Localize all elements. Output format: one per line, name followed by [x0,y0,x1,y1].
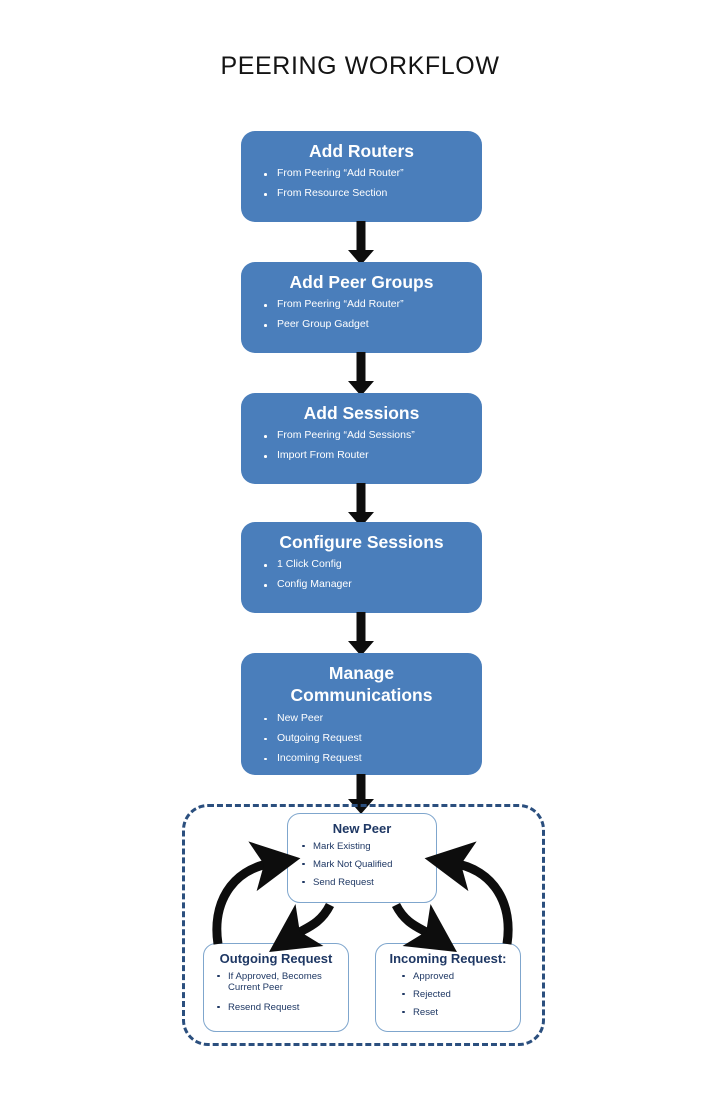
arrow-configure-to-manage [348,612,374,656]
subbox-bullet-list: Approved Rejected Reset [376,971,520,1018]
subbox-title: Outgoing Request [219,951,333,966]
list-item: Send Request [300,877,436,888]
list-item: Incoming Request [263,752,482,764]
arrow-routers-to-peergroups [348,221,374,265]
stage-add-sessions[interactable]: Add Sessions From Peering “Add Sessions”… [241,393,482,484]
list-item: Mark Existing [300,841,436,852]
subbox-bullet-list: If Approved, Becomes Current Peer Resend… [204,971,348,1013]
manage-communications-detail-group [182,804,545,1046]
subbox-title: Incoming Request: [389,951,507,966]
stage-title: Configure Sessions [279,532,444,552]
subbox-outgoing-request[interactable]: Outgoing Request If Approved, Becomes Cu… [203,943,349,1032]
page-title: PEERING WORKFLOW [220,52,500,80]
stage-title-line1: Manage [328,663,395,683]
arrow-sessions-to-configure [348,483,374,527]
list-item: Resend Request [215,1002,348,1013]
subbox-incoming-request[interactable]: Incoming Request: Approved Rejected Rese… [375,943,521,1032]
list-item: Outgoing Request [263,732,482,744]
list-item: Mark Not Qualified [300,859,436,870]
stage-title: Add Sessions [303,403,420,423]
list-item: From Resource Section [263,188,482,199]
stage-bullet-list: From Peering “Add Router” From Resource … [241,168,482,199]
list-item: Config Manager [263,579,482,590]
stage-title: Add Routers [309,141,414,161]
list-item: From Peering “Add Router” [263,168,482,179]
stage-add-peer-groups[interactable]: Add Peer Groups From Peering “Add Router… [241,262,482,353]
subbox-new-peer[interactable]: New Peer Mark Existing Mark Not Qualifie… [287,813,437,903]
stage-configure-sessions[interactable]: Configure Sessions 1 Click Config Config… [241,522,482,613]
list-item: New Peer [263,712,482,724]
stage-bullet-list: 1 Click Config Config Manager [241,559,482,590]
subbox-bullet-list: Mark Existing Mark Not Qualified Send Re… [288,841,436,888]
list-item: 1 Click Config [263,559,482,570]
list-item: From Peering “Add Router” [263,299,482,310]
stage-bullet-list: From Peering “Add Sessions” Import From … [241,430,482,461]
stage-bullet-list: From Peering “Add Router” Peer Group Gad… [241,299,482,330]
list-item: Import From Router [263,450,482,461]
stage-add-routers[interactable]: Add Routers From Peering “Add Router” Fr… [241,131,482,222]
stage-bullet-list: New Peer Outgoing Request Incoming Reque… [241,712,482,764]
stage-manage-communications[interactable]: Manage Communications New Peer Outgoing … [241,653,482,775]
stage-title: Add Peer Groups [289,272,434,292]
list-item: Reset [400,1007,520,1018]
list-item: Approved [400,971,520,982]
stage-title: Manage Communications [241,653,482,707]
arrow-peergroups-to-sessions [348,352,374,396]
list-item: From Peering “Add Sessions” [263,430,482,441]
list-item: Rejected [400,989,520,1000]
list-item: Peer Group Gadget [263,319,482,330]
list-item: If Approved, Becomes Current Peer [215,971,348,993]
stage-title-line2: Communications [290,685,433,706]
subbox-title: New Peer [332,821,392,836]
